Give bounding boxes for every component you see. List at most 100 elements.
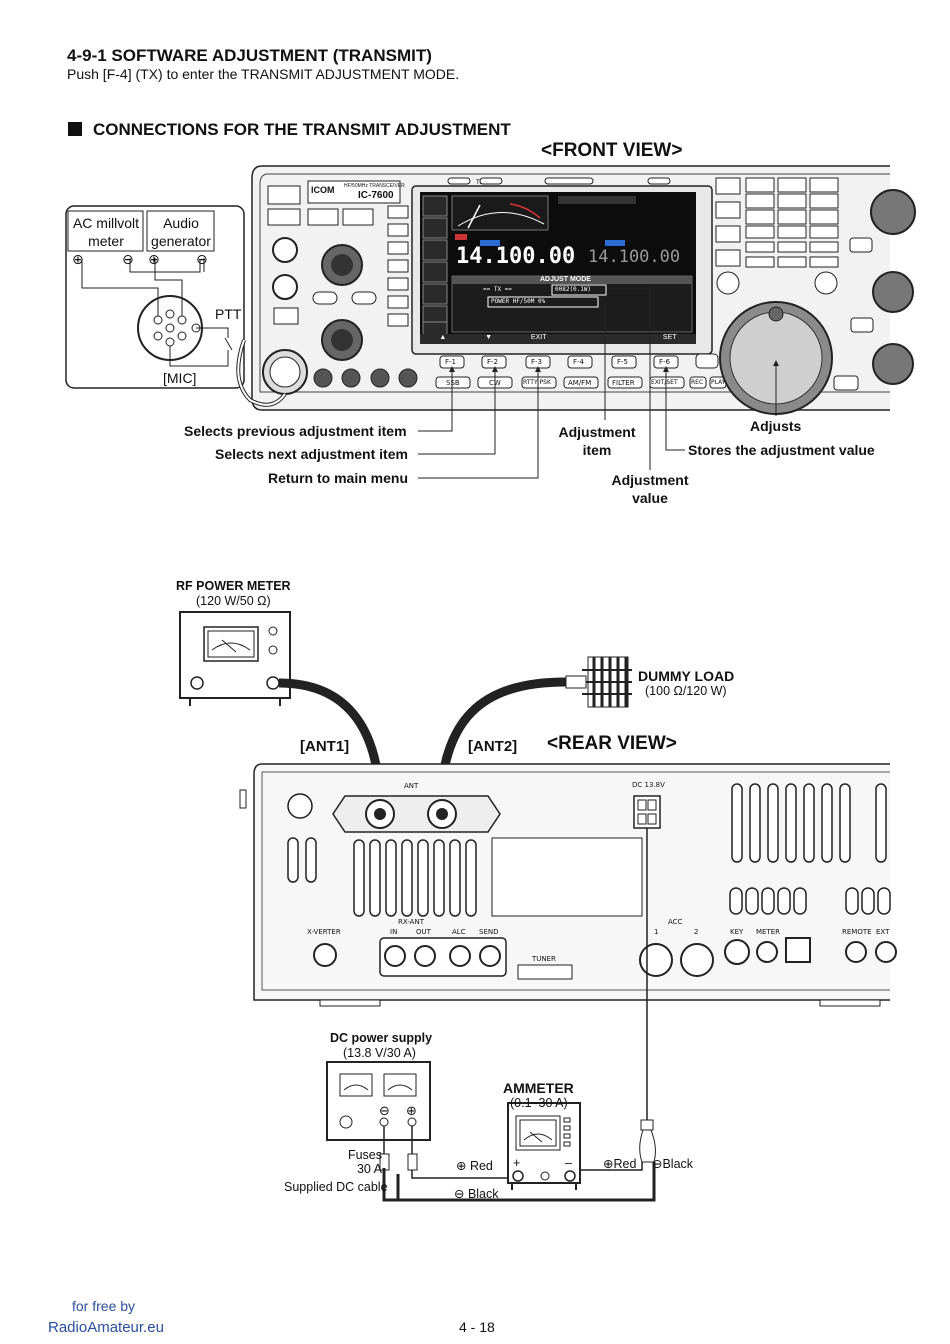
supplied-cable-label: Supplied DC cable: [284, 1180, 388, 1194]
rtty-key[interactable]: RTTY PSK: [523, 379, 551, 386]
callout-arrowheads: [449, 360, 779, 372]
rca-jack-panel: [379, 937, 507, 977]
callout-return: Return to main menu: [268, 470, 409, 486]
s-meter: [451, 195, 549, 231]
tuner-button: [307, 208, 339, 226]
rx-ant-label: RX-ANT: [398, 918, 424, 926]
meter-label: METER: [756, 928, 781, 936]
radio-front-inner: [259, 173, 890, 393]
dc-minus-terminal: ⊖: [379, 1103, 390, 1118]
tx-badge: [455, 234, 467, 240]
rf-meter-spec: (120 W/50 Ω): [196, 594, 271, 608]
minus-terminal-1: ⊖: [122, 251, 134, 267]
softkey-labels: ▲ ▼ EXIT SET: [420, 334, 696, 341]
cw-key[interactable]: CW: [489, 379, 501, 387]
am-fm-key[interactable]: AM/FM: [568, 379, 592, 387]
elec-key-jack: [272, 274, 298, 300]
minus-terminal-2: ⊖: [196, 251, 208, 267]
bal-nr-knob-inner: [331, 254, 353, 276]
tx-item-label: == TX ==: [483, 286, 512, 293]
ssb-key[interactable]: SSB: [446, 379, 460, 387]
watermark-line2: RadioAmateur.eu: [48, 1319, 164, 1336]
transmit-button: [267, 208, 301, 226]
side-arrow-keys: [387, 205, 409, 327]
callout-next: Selects next adjustment item: [215, 446, 408, 462]
adjust-mode-title: ADJUST MODE: [540, 276, 591, 283]
softkey-exit[interactable]: EXIT: [530, 334, 547, 341]
callout-prev: Selects previous adjustment item: [184, 423, 407, 439]
softkey-set[interactable]: SET: [662, 334, 677, 341]
ext-jack: [875, 941, 897, 963]
watermark-line1: for free by: [72, 1298, 136, 1314]
main-frequency: 14.100.00: [456, 244, 576, 269]
dummy-load-spec: (100 Ω/120 W): [645, 684, 727, 698]
side-softkeys: [422, 195, 448, 337]
softkey-up[interactable]: ▲: [439, 334, 447, 341]
rx-indicator: [479, 177, 503, 185]
af-rf-knob-inner: [331, 329, 353, 351]
mode-key-row: [435, 376, 727, 389]
pbt-clr-button: [849, 237, 873, 253]
adjust-value-text: 0082(0.1W): [555, 286, 592, 293]
f3-key[interactable]: F-3: [531, 358, 543, 366]
ant2-label: [ANT2]: [468, 738, 518, 755]
dc-jack-label: DC 13.8V: [632, 781, 665, 789]
bkin-delay-knob: [370, 368, 390, 388]
play-key[interactable]: PLAY: [711, 379, 726, 386]
audio-generator-box: [146, 210, 215, 252]
ptt-label: PTT: [215, 306, 242, 322]
f4-key[interactable]: F-4: [573, 358, 585, 366]
split-indicator: [544, 177, 594, 185]
power-button: [267, 185, 301, 205]
rit-knob: [872, 343, 914, 385]
black-wire-label-2: ⊖Black: [652, 1157, 694, 1171]
f1-key[interactable]: F-1: [445, 358, 457, 366]
exit-set-key[interactable]: EXIT/SET: [651, 379, 678, 386]
acc-label: ACC: [668, 918, 683, 926]
svg-text:TX: TX: [476, 180, 484, 186]
plus-terminal-2: ⊕: [148, 251, 160, 267]
f6-key[interactable]: F-6: [659, 358, 671, 366]
connections-heading: CONNECTIONS FOR THE TRANSMIT ADJUSTMENT: [93, 120, 511, 139]
f2-key[interactable]: F-2: [487, 358, 499, 366]
right-key-column: [715, 177, 838, 295]
speech-button: [833, 375, 859, 391]
lock-indicator: [647, 177, 671, 185]
rf-meter-label: RF POWER METER: [176, 579, 291, 593]
send-label: SEND: [479, 928, 499, 936]
red-wire-label-2: ⊕Red: [603, 1157, 637, 1171]
ground-terminal: [287, 793, 313, 819]
ammeter-minus: –: [565, 1156, 572, 1170]
sub-frequency: 14.100.00: [588, 247, 681, 267]
softkey-down[interactable]: ▼: [485, 334, 493, 341]
brand-plate: [307, 180, 401, 204]
dc-supply-spec: (13.8 V/30 A): [343, 1046, 416, 1060]
acc1-jack: [639, 943, 673, 977]
out-label: OUT: [416, 928, 431, 936]
dummy-load-device: [565, 656, 632, 708]
filter-key[interactable]: FILTER: [612, 379, 635, 387]
phones-jack: [272, 237, 298, 263]
callout-adjusts: Adjusts: [750, 418, 802, 434]
black-wire: [396, 1162, 656, 1202]
page-number: 4 - 18: [459, 1319, 495, 1335]
tuner-port: [517, 964, 573, 980]
label-plate: [491, 837, 643, 917]
dummy-load-label: DUMMY LOAD: [638, 668, 735, 684]
remote-jack: [845, 941, 867, 963]
rit-button: [850, 317, 874, 333]
notch-knob: [872, 271, 914, 313]
in-label: IN: [390, 928, 398, 936]
f5-key[interactable]: F-5: [617, 358, 629, 366]
x-verter-jack: [313, 943, 337, 967]
front-view-diagram: TX: [65, 165, 916, 479]
main-dial-finger-dimple: [768, 306, 784, 322]
model-sub-label: HF/50MHz TRANSCEIVER: [344, 183, 405, 189]
nr-button: [351, 291, 377, 305]
key-speed-knob: [398, 368, 418, 388]
rec-key[interactable]: REC: [691, 379, 704, 386]
